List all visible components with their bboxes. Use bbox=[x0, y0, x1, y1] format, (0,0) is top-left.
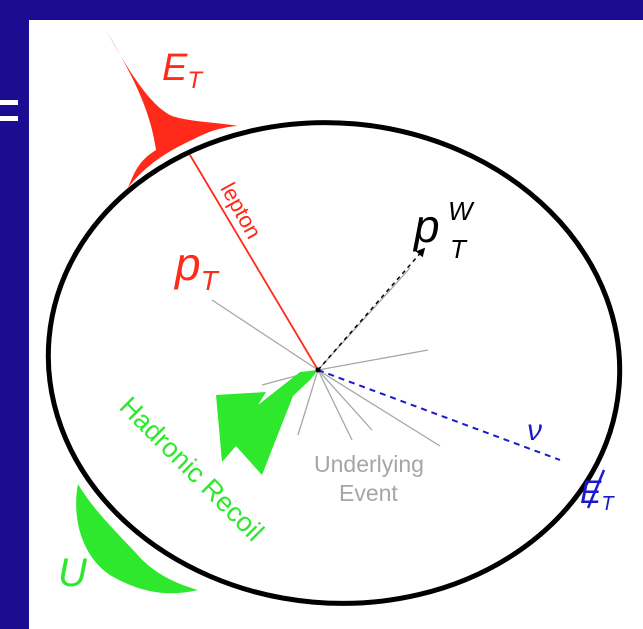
lepton-et-label: ET bbox=[162, 47, 204, 94]
neutrino-label: ν bbox=[527, 414, 542, 447]
svg-text:ET: ET bbox=[580, 474, 615, 515]
neutrino-track bbox=[318, 370, 560, 460]
underlying-event-label-line1: Underlying bbox=[314, 451, 424, 477]
interaction-vertex bbox=[316, 368, 321, 373]
recoil-energy-deposit bbox=[76, 484, 198, 593]
lepton-pt-label: pT bbox=[173, 238, 220, 296]
ue-track-2 bbox=[318, 350, 428, 370]
hadronic-recoil-arrow bbox=[216, 370, 318, 475]
lepton-track bbox=[190, 155, 318, 370]
ue-track-3 bbox=[318, 268, 410, 370]
recoil-u-label: U bbox=[58, 551, 88, 595]
missing-et-label: ET bbox=[580, 470, 615, 515]
w-transverse-momentum-vector bbox=[318, 249, 424, 370]
ue-track-1 bbox=[212, 300, 318, 370]
ue-track-6 bbox=[318, 370, 372, 430]
underlying-event-label-line2: Event bbox=[339, 480, 398, 506]
